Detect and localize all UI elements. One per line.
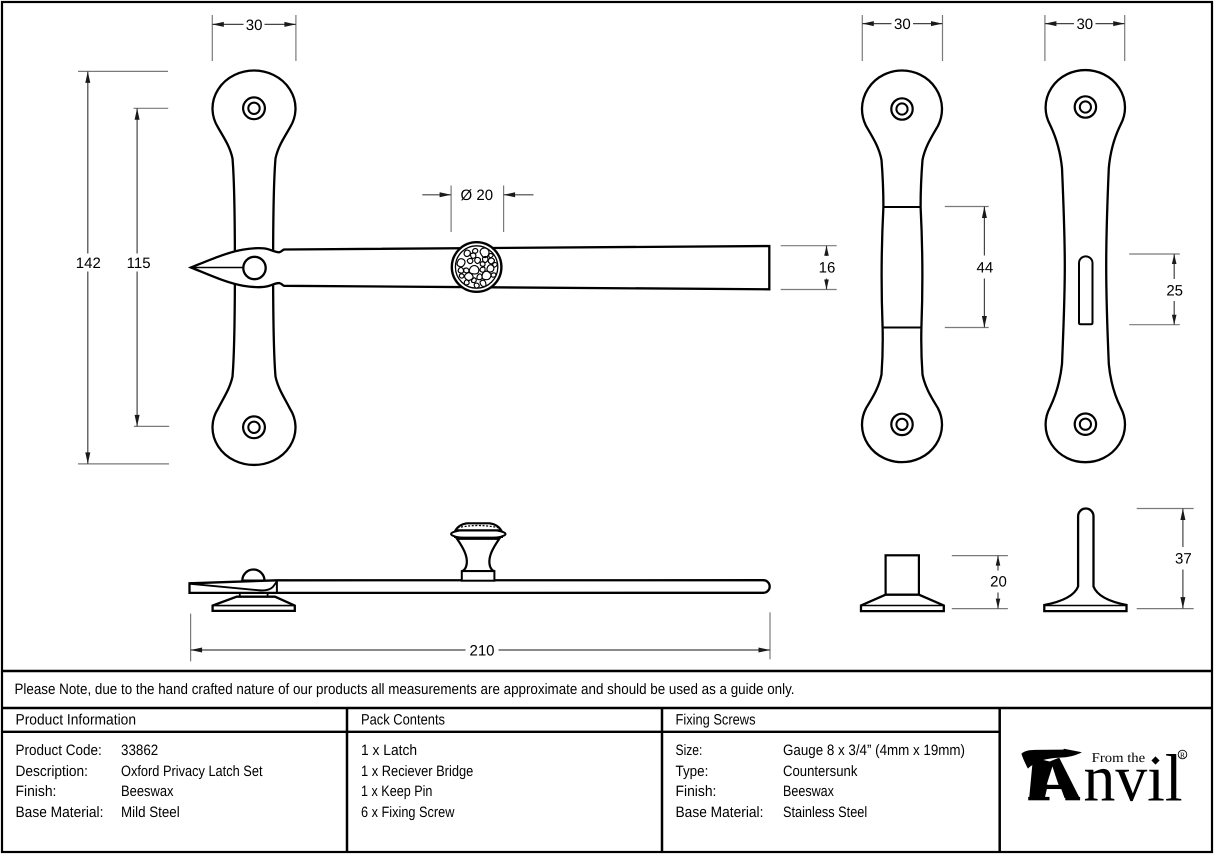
svg-text:30: 30 [894, 16, 911, 33]
svg-text:1 x Keep Pin: 1 x Keep Pin [361, 783, 432, 800]
svg-text:Base Material:: Base Material: [16, 804, 104, 821]
svg-text:Finish:: Finish: [16, 783, 57, 800]
svg-text:Beeswax: Beeswax [121, 783, 174, 800]
svg-text:nvıl: nvıl [1084, 741, 1183, 815]
svg-text:Pack Contents: Pack Contents [361, 712, 445, 729]
svg-text:Countersunk: Countersunk [783, 763, 858, 780]
svg-text:142: 142 [76, 255, 101, 272]
svg-text:1 x Latch: 1 x Latch [361, 742, 417, 759]
svg-text:Oxford Privacy Latch Set: Oxford Privacy Latch Set [121, 763, 263, 780]
svg-text:Fixing Screws: Fixing Screws [676, 712, 756, 729]
svg-text:Mild Steel: Mild Steel [121, 804, 180, 821]
svg-text:30: 30 [1076, 16, 1093, 33]
svg-text:25: 25 [1166, 282, 1183, 299]
svg-text:R: R [1180, 750, 1185, 759]
svg-text:Type:: Type: [676, 763, 709, 780]
svg-text:Product Information: Product Information [16, 712, 137, 729]
svg-text:Please Note, due to the hand c: Please Note, due to the hand crafted nat… [15, 681, 795, 698]
svg-text:210: 210 [469, 642, 494, 659]
svg-text:44: 44 [977, 259, 994, 276]
svg-text:Description:: Description: [16, 763, 89, 780]
svg-text:20: 20 [990, 574, 1007, 591]
svg-text:Product Code:: Product Code: [16, 742, 102, 759]
svg-text:Size:: Size: [676, 742, 703, 759]
svg-text:Stainless Steel: Stainless Steel [783, 804, 867, 821]
svg-text:Finish:: Finish: [676, 783, 717, 800]
svg-text:30: 30 [246, 17, 263, 34]
svg-text:33862: 33862 [121, 742, 158, 759]
svg-text:Gauge 8 x 3/4” (4mm x 19mm): Gauge 8 x 3/4” (4mm x 19mm) [783, 742, 965, 759]
svg-text:Ø 20: Ø 20 [461, 187, 494, 204]
svg-text:Base Material:: Base Material: [676, 804, 764, 821]
svg-text:37: 37 [1175, 550, 1192, 567]
svg-text:Beeswax: Beeswax [783, 783, 834, 800]
svg-text:16: 16 [819, 259, 836, 276]
svg-text:6 x Fixing Screw: 6 x Fixing Screw [361, 804, 455, 821]
svg-text:1 x Reciever Bridge: 1 x Reciever Bridge [361, 763, 473, 780]
svg-text:115: 115 [127, 255, 151, 272]
svg-text:From the: From the [1092, 750, 1146, 765]
